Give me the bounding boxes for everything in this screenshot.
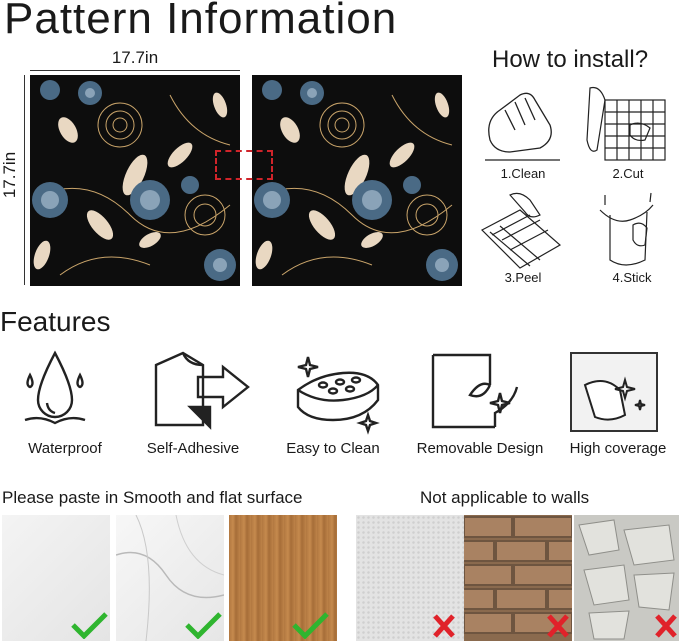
feature-label-easy-clean: Easy to Clean	[286, 440, 380, 457]
feature-label-removable: Removable Design	[416, 440, 544, 457]
wood-surface	[229, 515, 337, 641]
water-drop-icon	[24, 350, 86, 425]
peeling-backing-icon	[480, 192, 562, 269]
features-title: Features	[0, 306, 111, 337]
height-line	[24, 75, 25, 285]
cross-icon	[433, 614, 455, 638]
how-to-title: How to install?	[492, 46, 649, 73]
marble-surface	[116, 515, 224, 641]
sponge-icon	[296, 356, 380, 435]
cross-icon	[655, 614, 677, 638]
smooth-white-surface	[2, 515, 110, 641]
height-dimension: 17.7in	[0, 75, 25, 285]
step-label-stick: 4.Stick	[612, 270, 652, 285]
applying-sticker-icon	[599, 192, 654, 266]
waterproof-icon	[10, 345, 122, 435]
feature-label-self-adhesive: Self-Adhesive	[146, 440, 240, 457]
width-label: 17.7in	[111, 48, 159, 67]
peeling-paint-texture	[578, 519, 675, 640]
cutting-grid-icon	[586, 86, 666, 161]
easy-clean-icon	[288, 345, 400, 435]
check-icon	[292, 612, 329, 639]
check-icon	[185, 612, 222, 639]
covering-wall-icon	[570, 352, 658, 432]
seam-match-marker	[215, 150, 273, 180]
self-adhesive-icon	[148, 345, 260, 435]
peel-step-icon	[480, 190, 566, 276]
pattern-panel-left	[30, 75, 240, 286]
step-label-cut: 2.Cut	[612, 166, 644, 181]
textured-wall-surface	[356, 515, 464, 641]
step-label-peel: 3.Peel	[504, 270, 542, 285]
floral-pattern-image	[254, 80, 458, 281]
width-dimension: 17.7in	[30, 48, 240, 71]
hand-wiping-icon	[485, 92, 560, 161]
cut-step-icon	[585, 80, 671, 166]
peel-arrow-icon	[154, 351, 250, 430]
peeling-paint-surface	[574, 515, 679, 641]
removable-icon	[425, 345, 537, 435]
high-coverage-icon	[565, 345, 677, 435]
bad-surface-title: Not applicable to walls	[420, 488, 590, 507]
cross-icon	[547, 614, 569, 638]
height-label: 17.7in	[0, 151, 19, 199]
clean-step-icon	[480, 80, 566, 166]
feature-label-high-coverage: High coverage	[569, 440, 667, 457]
brick-pattern	[464, 516, 572, 634]
feature-label-waterproof: Waterproof	[28, 440, 102, 457]
check-icon	[71, 612, 108, 639]
floral-pattern-image	[32, 80, 236, 281]
width-line	[30, 70, 240, 71]
page-title: Pattern Information	[4, 0, 398, 43]
stick-step-icon	[585, 190, 671, 276]
pattern-panel-right	[252, 75, 462, 286]
marble-veins	[116, 515, 224, 641]
good-surface-title: Please paste in Smooth and flat surface	[2, 488, 303, 507]
step-label-clean: 1.Clean	[500, 166, 546, 181]
peeling-corner-icon	[431, 353, 519, 429]
brick-wall-surface	[464, 515, 572, 641]
